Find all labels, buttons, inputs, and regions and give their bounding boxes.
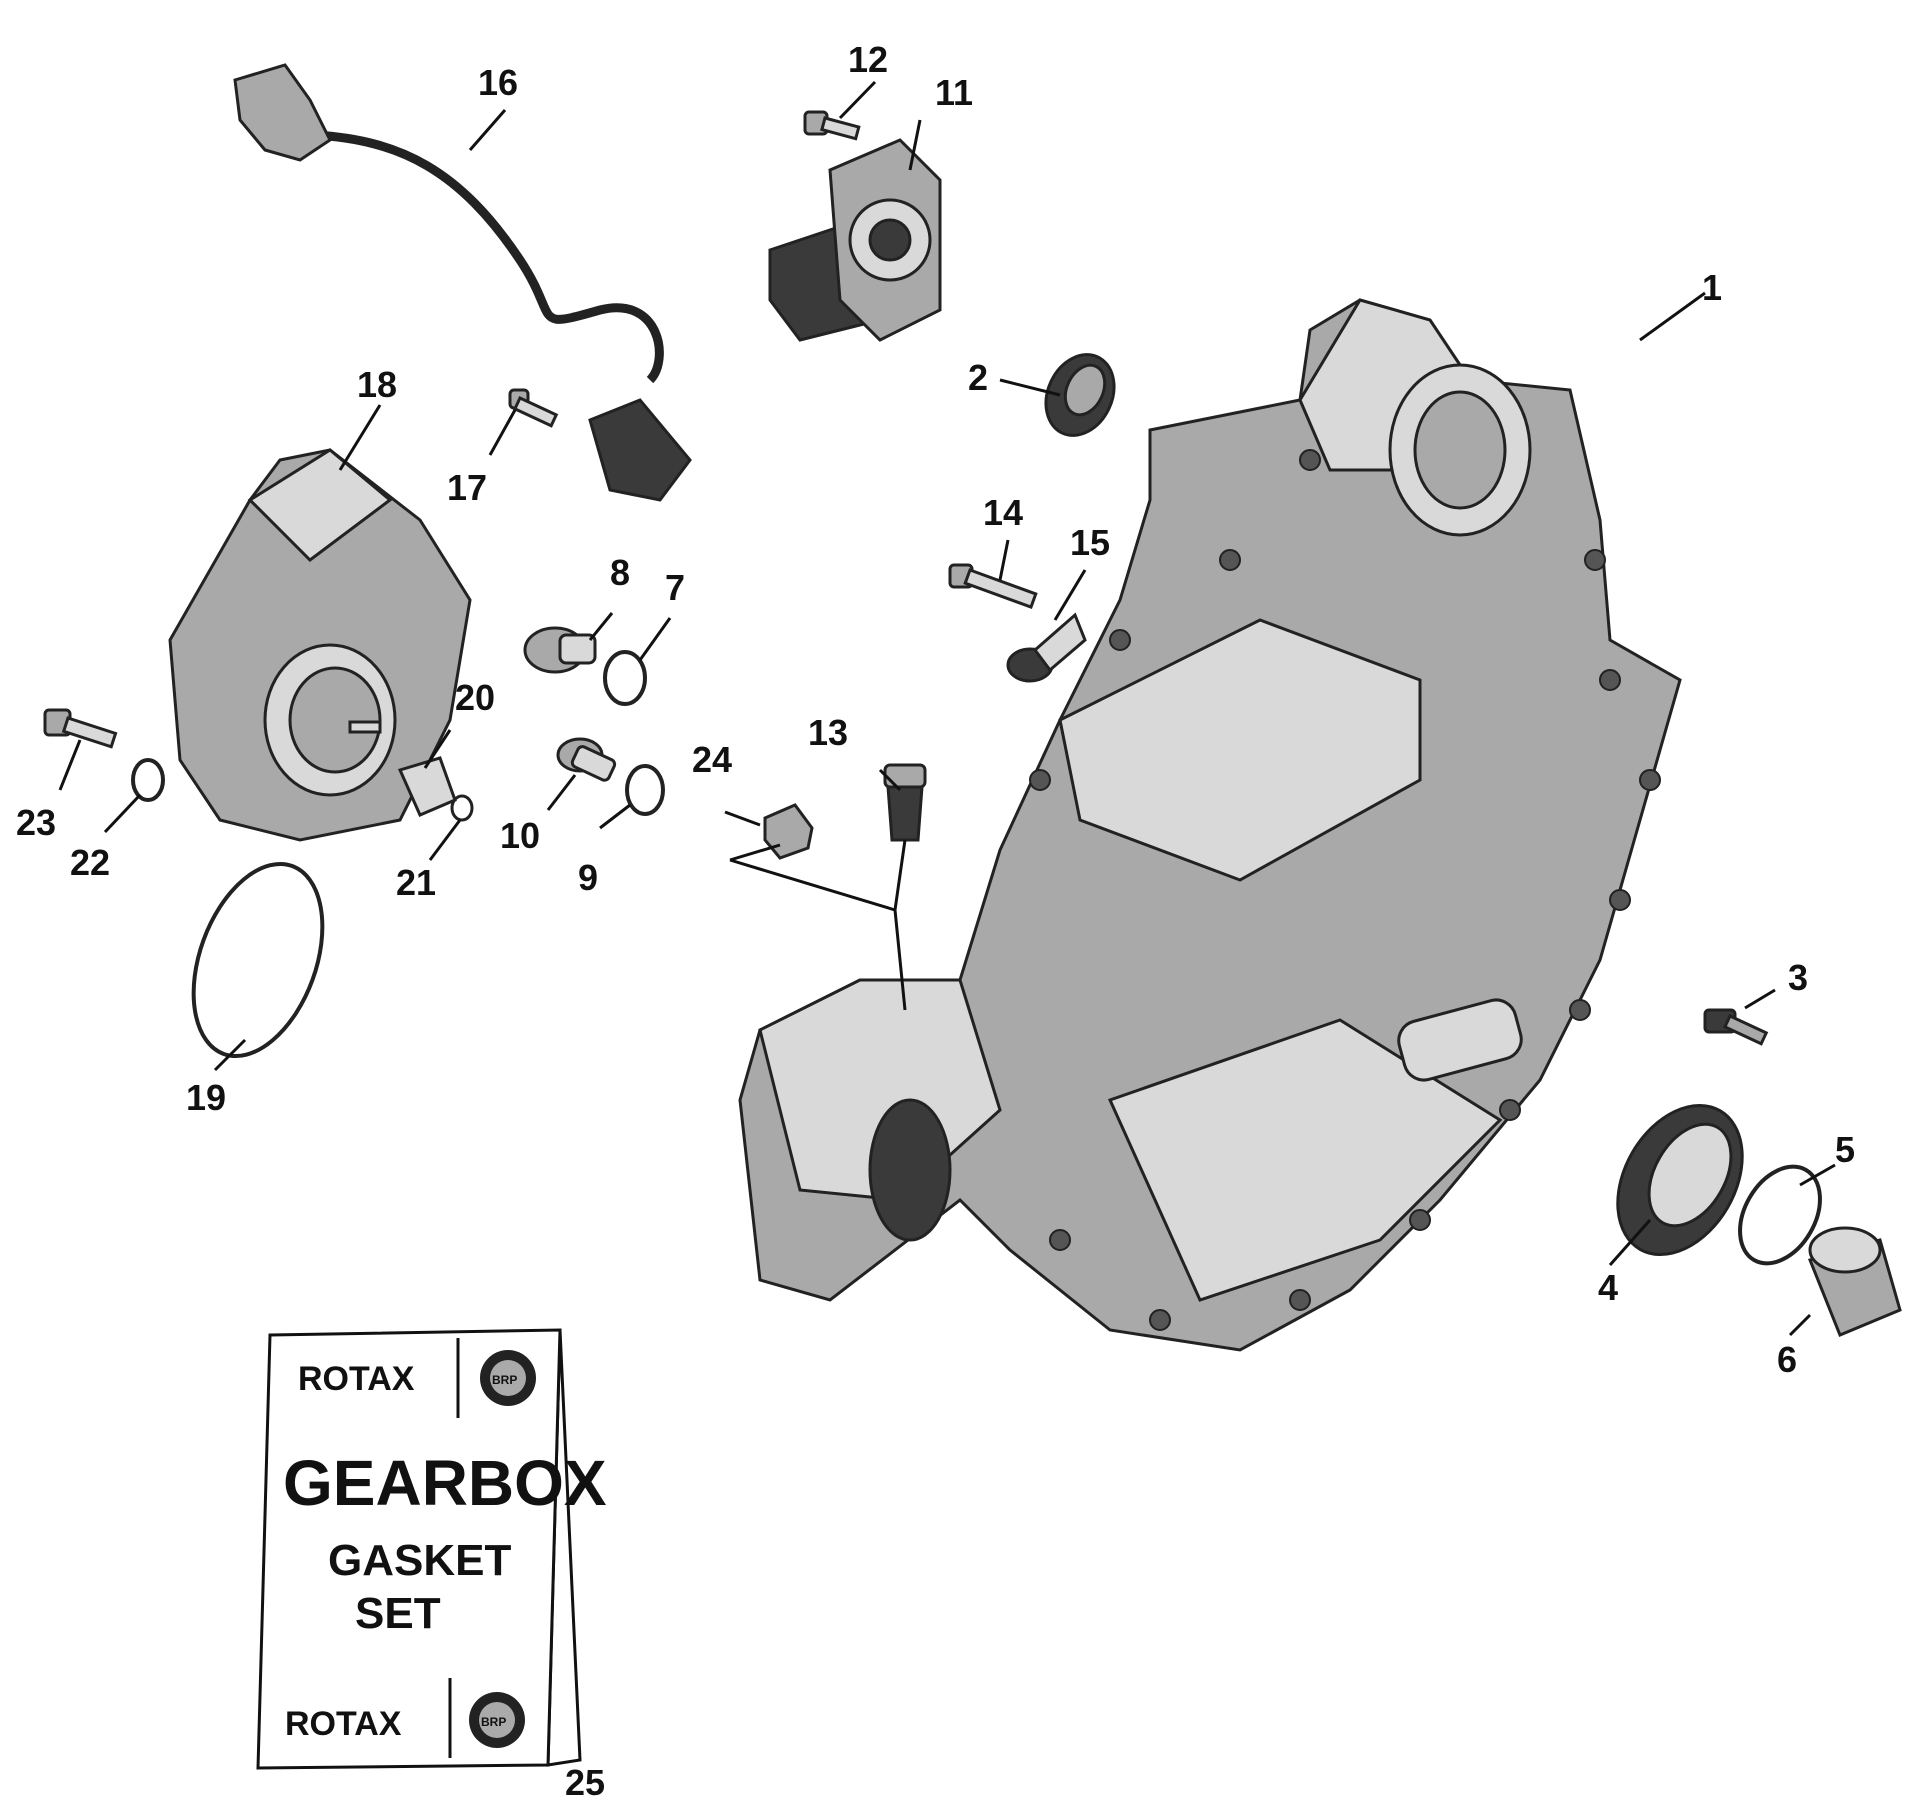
callout-16: 16 [478, 62, 518, 103]
callout-3: 3 [1788, 957, 1808, 998]
actuator-motor-18 [168, 448, 472, 842]
callout-17: 17 [447, 467, 487, 508]
bolt-23 [43, 708, 118, 749]
plug-10 [556, 737, 617, 782]
svg-text:BRP: BRP [481, 1715, 506, 1729]
oil-seal-2 [1044, 353, 1116, 437]
o-ring-7 [603, 650, 647, 706]
callout-23: 23 [16, 802, 56, 843]
screw-12 [803, 110, 861, 141]
o-ring-5 [1738, 1164, 1822, 1266]
callout-25: 25 [565, 1762, 605, 1803]
callout-12: 12 [848, 39, 888, 80]
kit-brand-bottom: ROTAX [285, 1705, 402, 1743]
callout-labels: 1 2 3 4 5 6 7 8 9 10 11 12 13 14 15 16 1… [16, 39, 1855, 1803]
o-ring-9 [625, 764, 665, 816]
nut-24 [763, 803, 814, 860]
callout-4: 4 [1598, 1267, 1618, 1308]
gasket-set-kit: ROTAX BRP GEARBOX GASKET SET ROTAX BRP [256, 1328, 607, 1770]
leader-lines [58, 80, 1836, 1337]
clip-15 [1006, 612, 1087, 683]
svg-text:BRP: BRP [492, 1373, 517, 1387]
brp-logo-top: BRP [480, 1350, 536, 1406]
o-ring-19 [191, 861, 325, 1059]
plug-13 [883, 763, 927, 842]
callout-21: 21 [396, 862, 436, 903]
bolt-17 [508, 388, 559, 428]
kit-brand-top: ROTAX [298, 1360, 415, 1398]
kit-line-gasket: GASKET [328, 1536, 511, 1585]
callout-24: 24 [692, 739, 732, 780]
brp-logo-bottom: BRP [469, 1692, 525, 1748]
callout-10: 10 [500, 815, 540, 856]
callout-22: 22 [70, 842, 110, 883]
callout-18: 18 [357, 364, 397, 405]
oil-seal-4 [1616, 1103, 1744, 1257]
callout-20: 20 [455, 677, 495, 718]
kit-title: GEARBOX [283, 1447, 607, 1519]
callout-11: 11 [935, 72, 973, 113]
callout-5: 5 [1835, 1129, 1855, 1170]
sleeve-6 [1807, 1226, 1902, 1337]
bolt-14 [948, 563, 1038, 610]
sensor-cover-11 [768, 138, 942, 342]
retaining-ring-21 [450, 794, 474, 822]
callout-7: 7 [665, 567, 685, 608]
washer-22 [131, 758, 165, 802]
screw-3 [1703, 1008, 1769, 1046]
callout-1: 1 [1702, 267, 1722, 308]
callout-14: 14 [983, 492, 1023, 533]
callout-6: 6 [1777, 1339, 1797, 1380]
callout-2: 2 [968, 357, 988, 398]
callout-13: 13 [808, 712, 848, 753]
kit-line-set: SET [355, 1589, 441, 1638]
callout-8: 8 [610, 552, 630, 593]
gearbox-housing [738, 298, 1682, 1352]
callout-19: 19 [186, 1077, 226, 1118]
plug-8 [523, 626, 597, 674]
wire-harness-16 [233, 63, 692, 502]
callout-15: 15 [1070, 522, 1110, 563]
callout-9: 9 [578, 857, 598, 898]
